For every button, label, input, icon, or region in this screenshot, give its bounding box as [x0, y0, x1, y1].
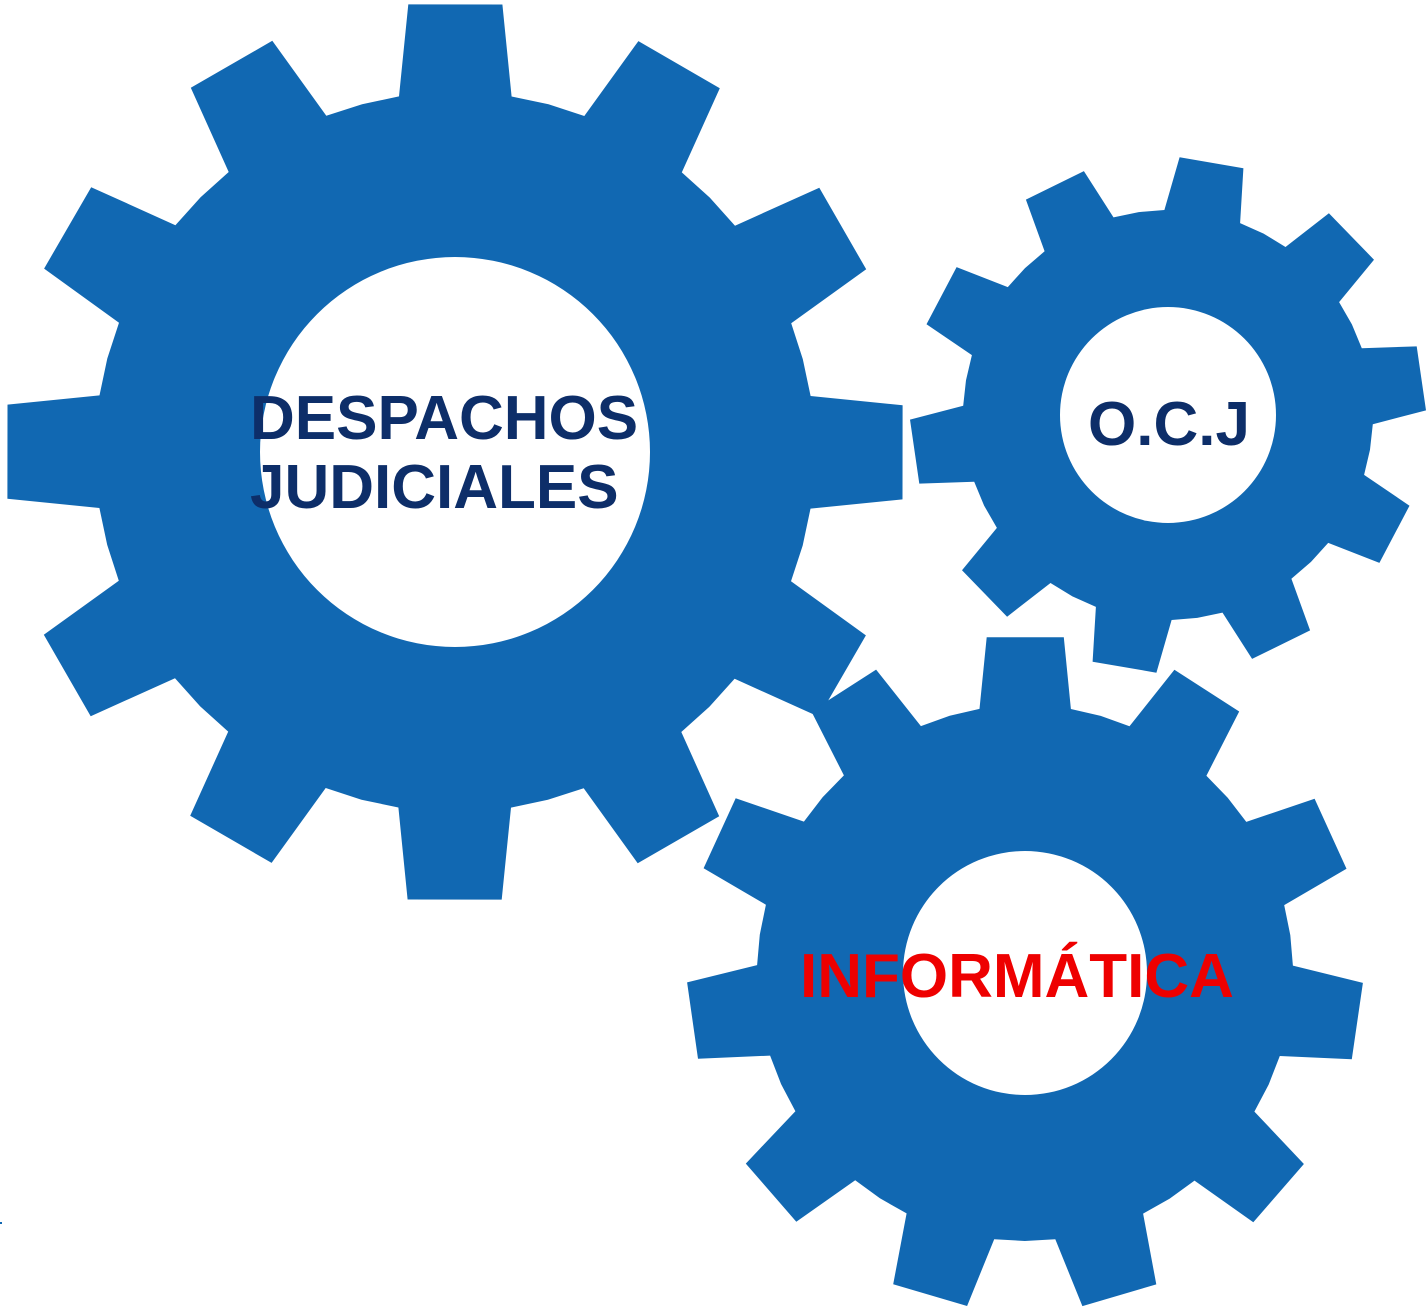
gear-label-line: DESPACHOS	[250, 384, 639, 453]
gear-informatica	[687, 637, 1363, 1307]
gear-label-despachos-judiciales: DESPACHOS JUDICIALES	[250, 384, 638, 523]
gear-despachos-judiciales	[7, 4, 903, 900]
gear-label-ocj: O.C.J	[1088, 390, 1250, 459]
gear-label-line: JUDICIALES	[250, 453, 619, 523]
stray-dot	[0, 1222, 2, 1224]
gear-label-informatica: INFORMÁTICA	[800, 942, 1234, 1011]
gear-ocj	[910, 157, 1426, 673]
